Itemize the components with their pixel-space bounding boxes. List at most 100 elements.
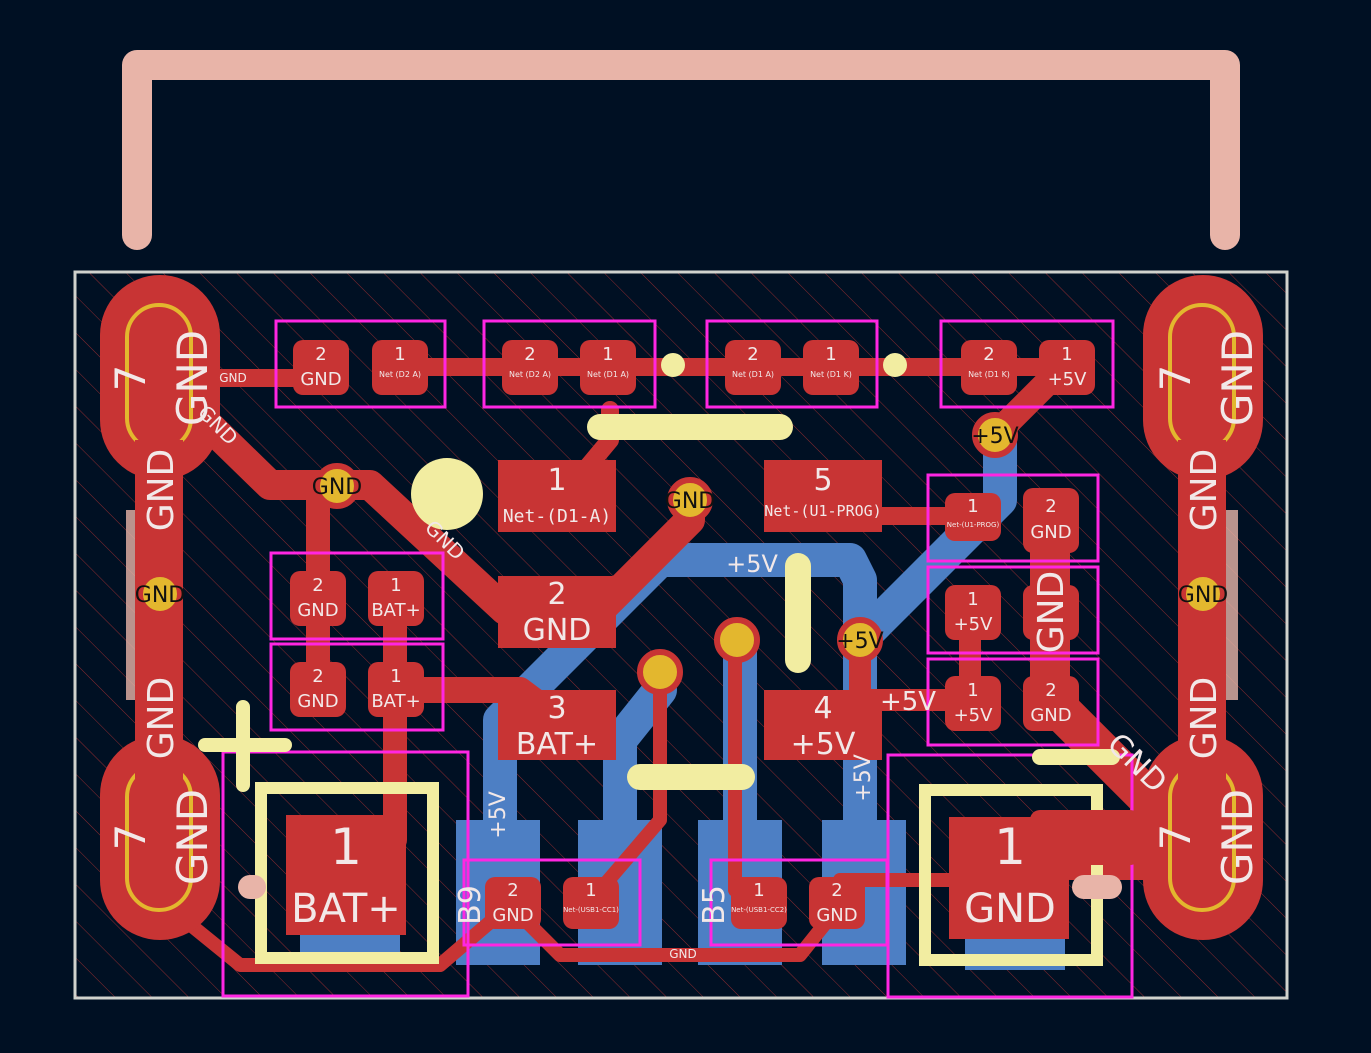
track-net: +5V: [486, 791, 511, 838]
pad-net: Net (D2 A): [379, 370, 421, 379]
battery-connector-pad: [286, 815, 406, 935]
ic-pads: [498, 460, 882, 760]
mh-number: 7: [106, 365, 155, 392]
track-net: +5V: [851, 754, 876, 801]
pad-net: +5V: [1048, 369, 1088, 390]
pad-net: BAT+: [371, 691, 420, 712]
track-net: GND: [669, 947, 697, 961]
small-pad-labels: 2 GND 1 Net (D2 A) 2 Net (D2 A) 1 Net (D…: [297, 344, 1087, 926]
silkscreen-marks: [198, 414, 1120, 966]
mh-number: 7: [1151, 365, 1200, 392]
shell-tab: [1072, 875, 1122, 899]
pad-net: Net-(USB1-CC2): [731, 906, 787, 914]
ic-pad-number: 1: [547, 463, 566, 498]
pad-number: 1: [967, 496, 978, 517]
strap-net: GND: [1031, 571, 1072, 654]
pad-net: GND: [297, 691, 338, 712]
pad-net: GND: [816, 905, 857, 926]
pad-number: 2: [747, 344, 758, 365]
pad-number: 2: [312, 575, 323, 596]
pad-number: 1: [825, 344, 836, 365]
pad-number: 2: [1045, 496, 1056, 517]
ic-pad-net: Net-(U1-PROG): [764, 502, 881, 520]
via-net: +5V: [836, 629, 883, 654]
track-net: GND: [219, 371, 247, 385]
pad-number: 1: [967, 680, 978, 701]
via-labels: GND GND +5V +5V GND GND: [135, 424, 1228, 654]
pad-number: 2: [831, 880, 842, 901]
pad-net: Net-(U1-PROG): [947, 521, 1000, 529]
connector-number: 1: [330, 818, 362, 876]
pad-net: +5V: [954, 705, 994, 726]
pad-net: GND: [300, 369, 341, 390]
usb-pad-label: B9: [453, 885, 488, 925]
ic-pad-net: Net-(D1-A): [503, 506, 611, 527]
ic-pad-number: 4: [813, 691, 832, 726]
pad-net: Net (D1 K): [968, 370, 1010, 379]
pad-net: Net-(USB1-CC1): [563, 906, 619, 914]
mh-number: 7: [1151, 824, 1200, 851]
pad-number: 1: [1061, 344, 1072, 365]
junction-dot: [883, 353, 907, 377]
vias: [137, 412, 1226, 695]
mh-net: GND: [168, 789, 217, 885]
ic-pad-labels: 1 Net-(D1-A) 2 GND 3 BAT+ 4 +5V 5 Net-(U…: [503, 463, 882, 762]
pad-number: 2: [507, 880, 518, 901]
via-net: +5V: [971, 424, 1018, 449]
strap-net: GND: [141, 449, 182, 532]
junction-dot: [661, 353, 685, 377]
connector-body-back-right: [1224, 510, 1238, 700]
connector-number: 1: [994, 818, 1026, 876]
usb-pad-label: B5: [697, 885, 732, 925]
connector-net: GND: [964, 886, 1056, 932]
mh-net: GND: [168, 330, 217, 426]
pad-number: 1: [967, 589, 978, 610]
pad-net: BAT+: [371, 600, 420, 621]
ic-pad-net: +5V: [791, 727, 856, 762]
via-net: GND: [312, 475, 362, 500]
pad-number: 1: [602, 344, 613, 365]
connector-net: BAT+: [291, 886, 401, 932]
pin1-marker: [411, 458, 483, 530]
ic-pad-number: 2: [547, 577, 566, 612]
pad-number: 2: [312, 666, 323, 687]
pad-number: 1: [753, 880, 764, 901]
mounting-hole-labels: 7 GND 7 GND 7 GND 7 GND GND GND GND GND …: [106, 330, 1262, 885]
usb-shell-outline: [122, 50, 1240, 250]
shell-tab: [238, 875, 266, 899]
pad-number: 2: [983, 344, 994, 365]
via-net: GND: [1178, 583, 1228, 608]
pad-net: Net (D1 A): [587, 370, 629, 379]
pad-net: Net (D1 A): [732, 370, 774, 379]
ic-pad-net: GND: [523, 613, 592, 648]
ic-pad-net: BAT+: [516, 727, 598, 762]
pad-net: GND: [1030, 522, 1071, 543]
pad-net: GND: [492, 905, 533, 926]
pad-net: Net (D2 A): [509, 370, 551, 379]
pad-number: 2: [1045, 680, 1056, 701]
strap-net: GND: [1184, 449, 1225, 532]
via-net: GND: [665, 489, 715, 514]
pad-number: 1: [585, 880, 596, 901]
strap-net: GND: [141, 677, 182, 760]
gnd-connector-tab: [1030, 810, 1140, 865]
mh-net: GND: [1213, 789, 1262, 885]
track-net: +5V: [880, 687, 936, 717]
ic-pad-number: 3: [547, 691, 566, 726]
mh-number: 7: [106, 824, 155, 851]
mh-net: GND: [1213, 330, 1262, 426]
pad-net: +5V: [954, 614, 994, 635]
smd-pads: [290, 340, 1095, 929]
connector-labels: 1 BAT+ 1 GND: [291, 818, 1056, 932]
via-net: GND: [135, 583, 185, 608]
courtyards: [221, 319, 1134, 999]
pad-net: Net (D1 K): [810, 370, 852, 379]
pad-net: GND: [1030, 705, 1071, 726]
pad-number: 1: [394, 344, 405, 365]
strap-net: GND: [1184, 677, 1225, 760]
pad-number: 1: [390, 575, 401, 596]
ic-pad-number: 5: [813, 463, 832, 498]
pad-net: GND: [297, 600, 338, 621]
pad-number: 2: [315, 344, 326, 365]
